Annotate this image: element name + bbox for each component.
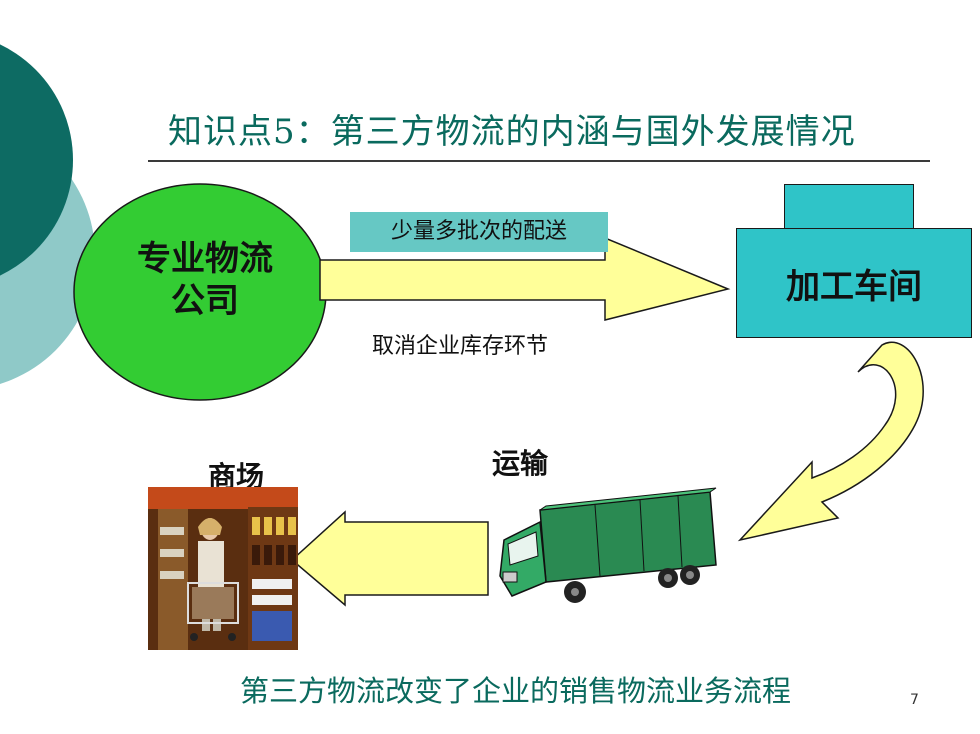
transport-label: 运输 xyxy=(492,447,549,480)
workshop-box: 加工车间 xyxy=(736,228,972,338)
workshop-label: 加工车间 xyxy=(786,266,922,307)
arrow-to-mall xyxy=(290,510,489,607)
company-label: 专业物流 公司 xyxy=(95,238,315,322)
page-title: 知识点5：第三方物流的内涵与国外发展情况 xyxy=(168,112,856,152)
title-divider xyxy=(148,160,930,162)
supermarket-photo xyxy=(148,487,298,650)
workshop-box-top xyxy=(784,184,914,230)
company-label-text: 专业物流 公司 xyxy=(137,239,273,321)
arrow-to-truck xyxy=(737,341,924,542)
inventory-note: 取消企业库存环节 xyxy=(372,334,549,359)
truck-icon xyxy=(499,487,717,603)
page-number: 7 xyxy=(910,692,919,708)
caption: 第三方物流改变了企业的销售物流业务流程 xyxy=(240,674,792,708)
arrow-to-workshop xyxy=(319,236,731,321)
delivery-tag: 少量多批次的配送 xyxy=(350,212,608,252)
decor-circle-dark xyxy=(0,44,73,276)
